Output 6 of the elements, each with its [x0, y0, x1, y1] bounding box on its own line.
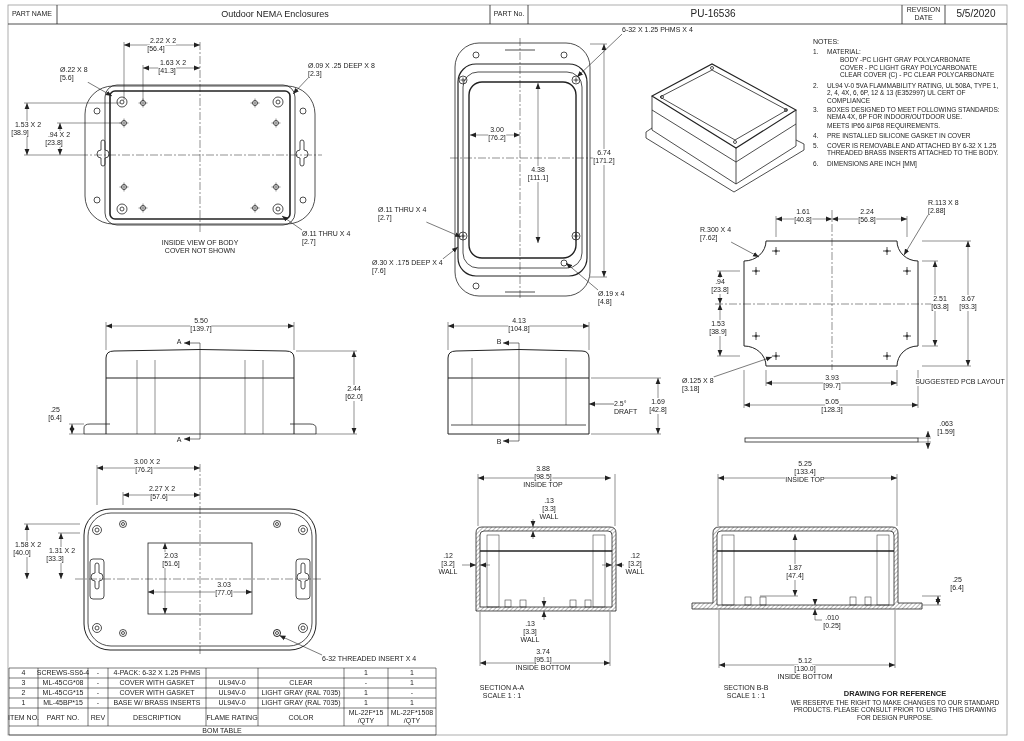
enclosure-side-outline: [447, 349, 590, 435]
pcb-outline: [743, 240, 919, 367]
revision-date: 5/5/2020: [956, 8, 996, 20]
threaded-insert-hole: [273, 629, 281, 637]
title-text: Outdoor NEMA Enclosures: [221, 9, 329, 20]
part-number: PU-16536: [690, 8, 736, 20]
